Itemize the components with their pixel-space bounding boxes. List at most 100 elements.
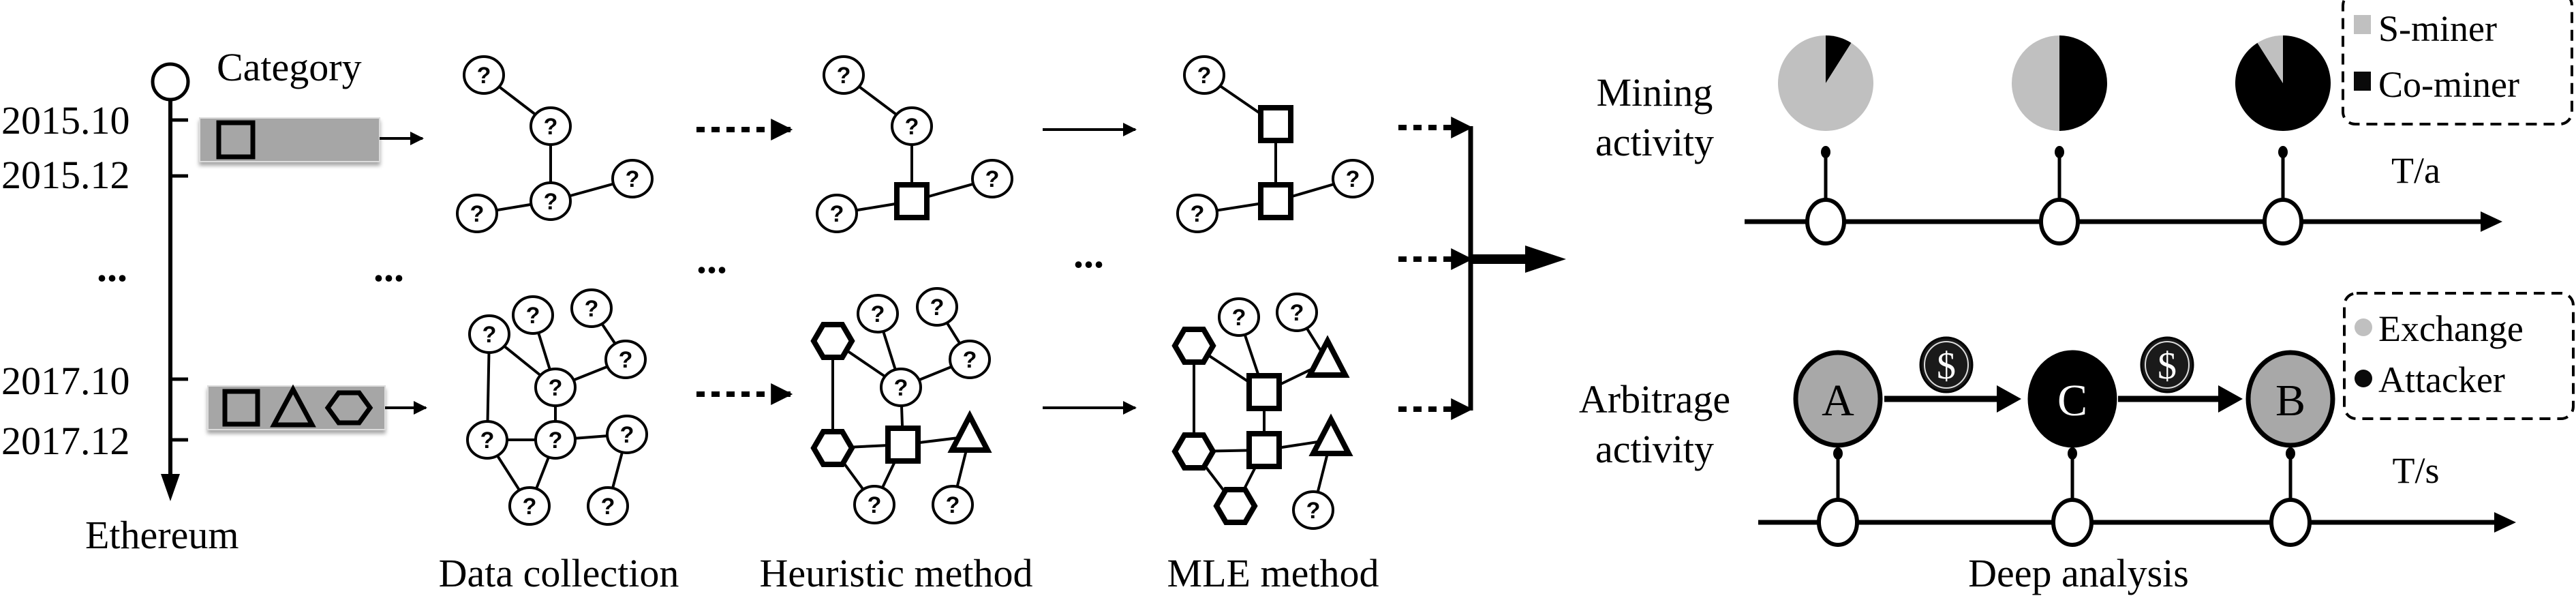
unknown-label: ? bbox=[1232, 305, 1246, 331]
unknown-node: ? bbox=[534, 368, 577, 407]
triangle-node bbox=[947, 410, 992, 453]
unknown-label: ? bbox=[544, 189, 558, 215]
mining-axis-arrowhead bbox=[2481, 211, 2502, 232]
unknown-node: ? bbox=[880, 368, 922, 407]
heuristic-graph-bottom: ?????? bbox=[810, 287, 992, 524]
unknown-node: ? bbox=[456, 194, 498, 233]
account-label: C bbox=[2057, 376, 2087, 426]
square-node bbox=[885, 426, 921, 464]
legend-label: Exchange bbox=[2378, 308, 2524, 349]
arbitrage-axis-label: T/s bbox=[2392, 450, 2439, 491]
unknown-node: ? bbox=[1276, 293, 1318, 332]
triangle-node bbox=[1308, 413, 1353, 456]
unknown-node: ? bbox=[606, 415, 648, 454]
s-miner-slice bbox=[1777, 35, 1873, 132]
unknown-node: ? bbox=[816, 194, 858, 233]
unknown-label: ? bbox=[477, 63, 491, 89]
unknown-label: ? bbox=[620, 422, 634, 448]
unknown-label: ? bbox=[523, 494, 537, 520]
unknown-node: ? bbox=[916, 287, 958, 327]
unknown-label: ? bbox=[1306, 498, 1321, 524]
legend-label: S-miner bbox=[2378, 8, 2497, 49]
mining-pie bbox=[2235, 35, 2331, 131]
time-point bbox=[1817, 498, 1859, 547]
ellipsis: ... bbox=[1073, 231, 1104, 276]
square-node bbox=[1246, 373, 1282, 411]
unknown-label: ? bbox=[837, 63, 851, 89]
unknown-node: ? bbox=[1176, 194, 1218, 233]
stage-arrows: ... ... bbox=[696, 117, 1566, 420]
mining-pies bbox=[1777, 35, 2331, 201]
arbitrage-label: activity bbox=[1595, 427, 1714, 471]
mle-graph-top: ??? bbox=[1176, 55, 1374, 233]
legend-label: Attacker bbox=[2378, 359, 2505, 400]
transfer-arrowhead bbox=[1997, 385, 2021, 413]
arbitrage-legend: Exchange Attacker bbox=[2343, 292, 2575, 420]
unknown-node: ? bbox=[949, 340, 991, 379]
hexagon-node bbox=[810, 322, 855, 360]
hexagon-node bbox=[1171, 327, 1216, 365]
account-label: A bbox=[1822, 376, 1854, 426]
ellipsis: ... bbox=[97, 245, 127, 290]
ethereum-label: Ethereum bbox=[85, 513, 239, 557]
time-point bbox=[2263, 198, 2303, 245]
data-collection-graph-bottom: ?????????? bbox=[466, 288, 648, 526]
square-node bbox=[894, 182, 930, 220]
unknown-label: ? bbox=[830, 201, 844, 227]
time-point bbox=[1805, 198, 1846, 245]
square-node bbox=[1258, 182, 1293, 220]
unknown-node: ? bbox=[857, 294, 899, 333]
s-miner-slice bbox=[2012, 35, 2059, 131]
unknown-label: ? bbox=[470, 201, 485, 227]
exchange-swatch bbox=[2355, 318, 2372, 336]
account-node-b: B bbox=[2245, 350, 2335, 448]
unknown-label: ? bbox=[1290, 300, 1304, 326]
unknown-label: ? bbox=[544, 114, 558, 140]
transfer-arrowhead bbox=[2218, 385, 2243, 413]
heuristic-graph-top: ???? bbox=[816, 55, 1013, 233]
unknown-label: ? bbox=[585, 296, 599, 322]
unknown-node: ? bbox=[466, 420, 508, 460]
transaction-graphs: ??????????????????????????????? bbox=[456, 55, 1374, 530]
hexagon-category-icon bbox=[324, 390, 373, 426]
category-bar-2017 bbox=[207, 384, 427, 430]
unknown-label: ? bbox=[526, 303, 540, 329]
unknown-node: ? bbox=[508, 486, 551, 526]
square-category-icon bbox=[216, 120, 256, 160]
date-label: 2017.12 bbox=[1, 419, 130, 463]
unknown-node: ? bbox=[611, 159, 654, 198]
unknown-node: ? bbox=[891, 106, 933, 146]
square-category-icon bbox=[222, 389, 260, 427]
mining-legend: S-miner Co-miner bbox=[2342, 0, 2573, 125]
unknown-node: ? bbox=[512, 295, 554, 335]
unknown-node: ? bbox=[932, 485, 974, 524]
time-point bbox=[2269, 498, 2312, 547]
category-bar-2015 bbox=[199, 117, 424, 162]
s-miner-swatch bbox=[2354, 15, 2371, 34]
account-node-c: C bbox=[2027, 350, 2117, 448]
time-point bbox=[2051, 498, 2094, 547]
merge-arrowhead bbox=[1525, 245, 1566, 273]
unknown-node: ? bbox=[468, 314, 510, 354]
category-heading: Category bbox=[217, 45, 362, 89]
mining-label: activity bbox=[1595, 120, 1714, 164]
unknown-node: ? bbox=[823, 55, 865, 95]
hexagon-node bbox=[1171, 432, 1216, 471]
unknown-label: ? bbox=[549, 375, 563, 401]
timeline-arrowhead bbox=[161, 474, 180, 501]
square-node bbox=[1258, 105, 1293, 143]
arbitrage-axis-arrowhead bbox=[2494, 512, 2516, 533]
hexagon-node bbox=[1213, 487, 1258, 525]
unknown-label: ? bbox=[480, 428, 495, 453]
triangle-node bbox=[1305, 335, 1350, 378]
data-collection-graph-top: ????? bbox=[456, 55, 654, 233]
timeline-start-circle bbox=[151, 62, 190, 102]
unknown-node: ? bbox=[853, 485, 895, 524]
mining-label: Mining bbox=[1597, 70, 1713, 115]
hexagon-node bbox=[810, 429, 855, 467]
unknown-label: ? bbox=[868, 492, 882, 518]
stage-label-deep-analysis: Deep analysis bbox=[1968, 551, 2189, 595]
unknown-label: ? bbox=[963, 347, 977, 373]
unknown-label: ? bbox=[626, 166, 640, 192]
